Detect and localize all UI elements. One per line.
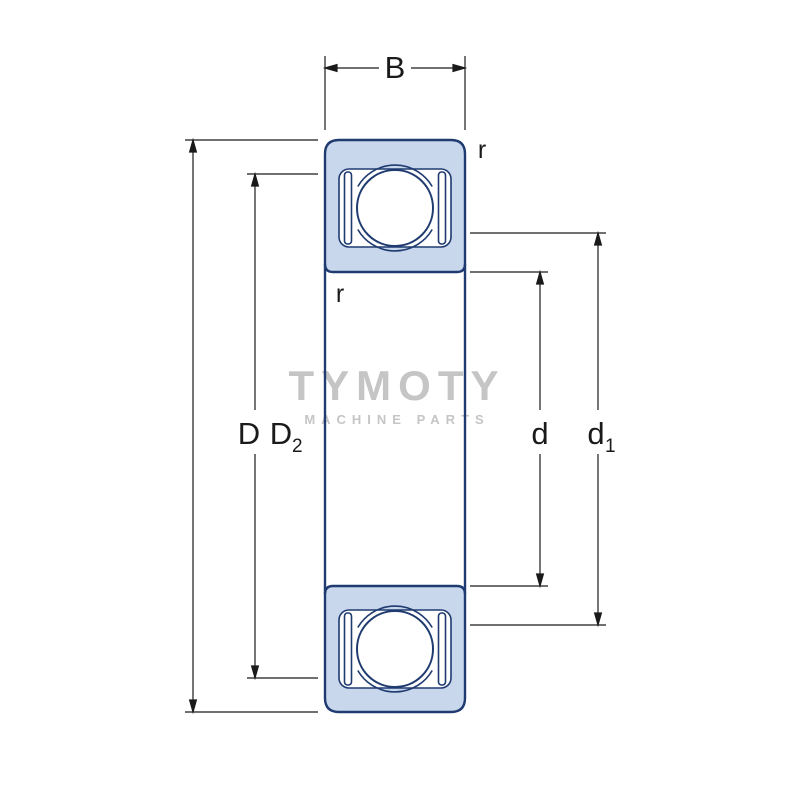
top-inner-groove-arc xyxy=(357,229,433,252)
label-D2-sub: 2 xyxy=(292,436,303,457)
dim-D xyxy=(185,137,318,715)
dimensions xyxy=(185,56,606,715)
top-ball xyxy=(356,169,434,247)
dim-d1-arrow-bottom xyxy=(593,612,603,628)
bottom-inner-groove-arc xyxy=(357,670,433,693)
dim-B xyxy=(322,56,468,130)
top-shield-left xyxy=(343,171,353,245)
label-D: D xyxy=(238,416,260,451)
dim-d xyxy=(470,269,548,589)
label-d1-main: d xyxy=(587,416,604,451)
dim-D2 xyxy=(247,171,318,681)
label-B: B xyxy=(385,50,406,85)
top-shield-right xyxy=(437,171,447,245)
bottom-outer-groove-arc xyxy=(357,605,433,628)
dim-d-arrow-bottom xyxy=(535,573,545,589)
dim-B-arrow-left xyxy=(322,63,338,73)
dim-labels: B r r D D 2 d d 1 xyxy=(234,50,622,457)
label-r-inner: r xyxy=(336,280,344,308)
dim-d1 xyxy=(470,230,606,628)
dim-D2-arrow-bottom xyxy=(250,665,260,681)
dim-D2-arrow-top xyxy=(250,171,260,187)
label-D2-main: D xyxy=(270,416,292,451)
dim-D-arrow-top xyxy=(188,137,198,153)
label-d: d xyxy=(531,416,548,451)
label-d1-sub: 1 xyxy=(605,436,616,457)
label-bg-D-D2 xyxy=(234,412,302,454)
bottom-ball xyxy=(356,610,434,688)
bottom-shield-right xyxy=(437,612,447,686)
label-r-top: r xyxy=(478,136,486,164)
dim-d1-arrow-top xyxy=(593,230,603,246)
dim-d-arrow-top xyxy=(535,269,545,285)
dim-D-arrow-bottom xyxy=(188,699,198,715)
bottom-shield-left xyxy=(343,612,353,686)
bearing-body xyxy=(323,138,467,714)
dim-B-arrow-right xyxy=(452,63,468,73)
label-bg-d xyxy=(524,412,556,454)
label-bg-d1 xyxy=(582,412,622,454)
top-outer-groove-arc xyxy=(357,164,433,187)
